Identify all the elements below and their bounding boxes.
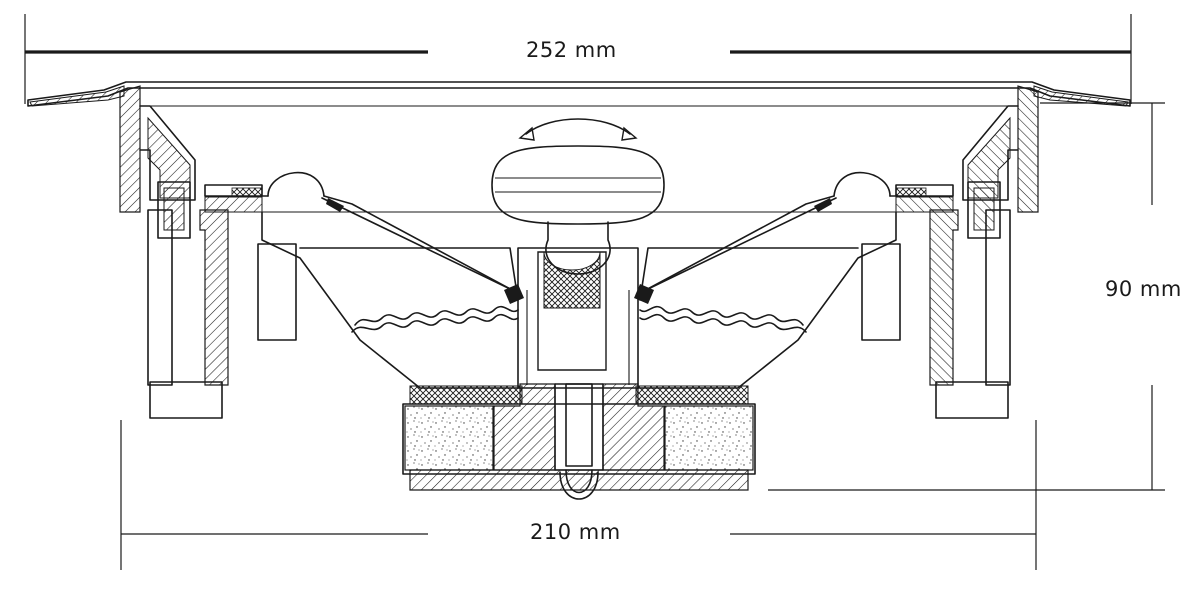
right-woofer-cone — [634, 171, 897, 405]
dimension-bottom-width — [120, 420, 1037, 570]
height-label: 90 mm — [1105, 277, 1182, 301]
left-mount — [119, 85, 297, 419]
rotation-arrow-icon — [518, 118, 638, 141]
bottom-width-label: 210 mm — [530, 520, 621, 544]
dimension-top-width — [24, 14, 1132, 104]
top-width-label: 252 mm — [526, 38, 617, 62]
center-pole-assembly — [517, 247, 639, 389]
left-woofer-cone — [261, 171, 524, 405]
surround-ring — [140, 105, 1018, 213]
right-mount — [861, 85, 1039, 419]
magnet-assembly — [402, 383, 756, 500]
bezel-frame — [27, 81, 1131, 107]
